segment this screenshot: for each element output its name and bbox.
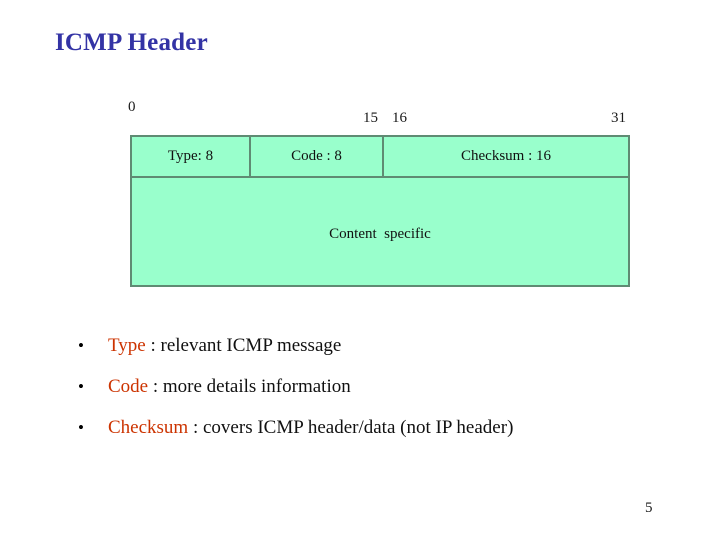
page-number: 5: [645, 500, 653, 516]
field-cell-checksum: Checksum : 16: [461, 148, 551, 164]
list-item: • Code : more details information: [78, 366, 678, 407]
list-item: • Type : relevant ICMP message: [78, 325, 678, 366]
list-item-text: Checksum : covers ICMP header/data (not …: [108, 407, 513, 448]
list-item-description: : covers ICMP header/data (not IP header…: [188, 417, 514, 438]
bullet-list: • Type : relevant ICMP message • Code : …: [78, 325, 678, 448]
bit-label-15: 15: [363, 110, 378, 126]
field-cell-type: Type: 8: [132, 137, 251, 176]
list-item: • Checksum : covers ICMP header/data (no…: [78, 407, 678, 448]
diagram-fields-row: Type: 8 Code : 8 Checksum : 16: [132, 137, 628, 178]
bit-label-16: 16: [392, 110, 407, 126]
list-item-text: Type : relevant ICMP message: [108, 325, 341, 366]
bullet-point-icon: •: [78, 377, 84, 396]
diagram-content-row: Content specific: [132, 178, 628, 285]
list-item-keyword: Checksum: [108, 417, 189, 438]
list-item-text: Code : more details information: [108, 366, 351, 407]
bit-label-0: 0: [128, 99, 136, 115]
list-item-keyword: Code: [108, 376, 149, 397]
bullet-point-icon: •: [78, 336, 84, 355]
bit-label-31: 31: [611, 110, 626, 126]
list-item-description: : relevant ICMP message: [145, 335, 342, 356]
bullet-point-icon: •: [78, 418, 84, 437]
list-item-description: : more details information: [148, 376, 351, 397]
list-item-keyword: Type: [108, 335, 146, 356]
page-title: ICMP Header: [55, 29, 208, 56]
field-cell-content-specific: Content specific: [329, 226, 431, 242]
icmp-header-diagram: Type: 8 Code : 8 Checksum : 16 Content s…: [130, 135, 630, 287]
field-cell-code: Code : 8: [251, 137, 384, 176]
